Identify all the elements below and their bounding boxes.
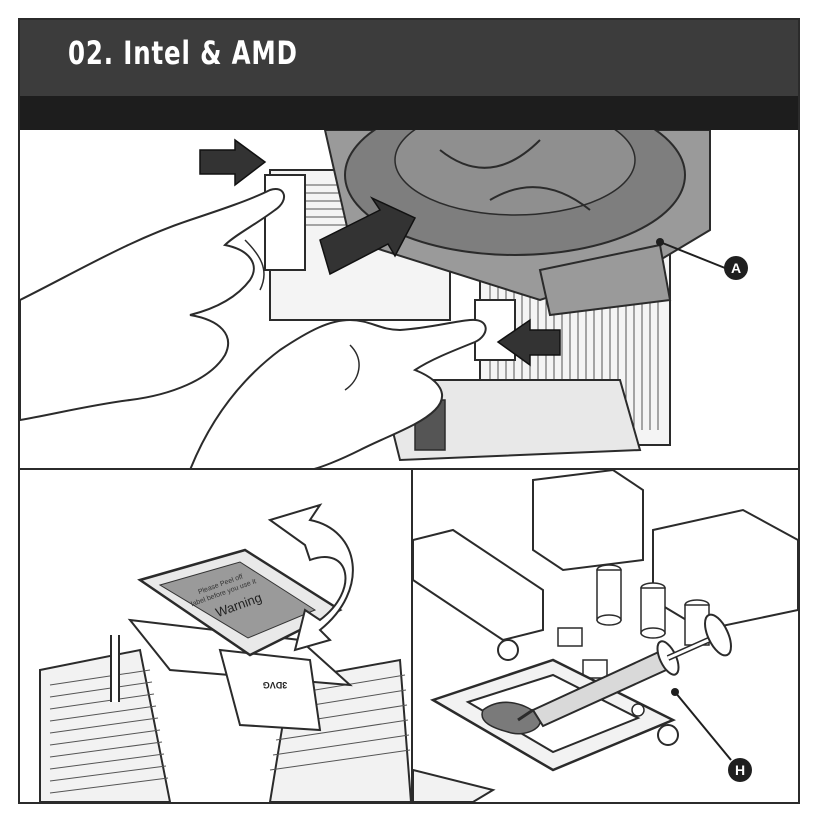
callout-h-label: H — [735, 762, 745, 778]
brand-logo-text: 3DVG — [263, 680, 288, 690]
header-bar: 02. Intel & AMD — [20, 20, 798, 96]
callout-h: H — [728, 758, 752, 782]
cooler-base-icon: 3DVG — [40, 620, 411, 802]
instruction-page: 02. Intel & AMD — [18, 18, 800, 804]
header-subbar — [20, 96, 798, 130]
page-title: 02. Intel & AMD — [68, 34, 298, 72]
step-panel-remove-fan: A — [20, 130, 798, 470]
step-panel-peel-label: 3DVG Please Peel off label before you us… — [20, 470, 413, 802]
callout-a-label: A — [731, 260, 741, 276]
motherboard-icon — [413, 470, 798, 802]
callout-a: A — [724, 256, 748, 280]
step-panel-apply-paste: H — [413, 470, 798, 802]
